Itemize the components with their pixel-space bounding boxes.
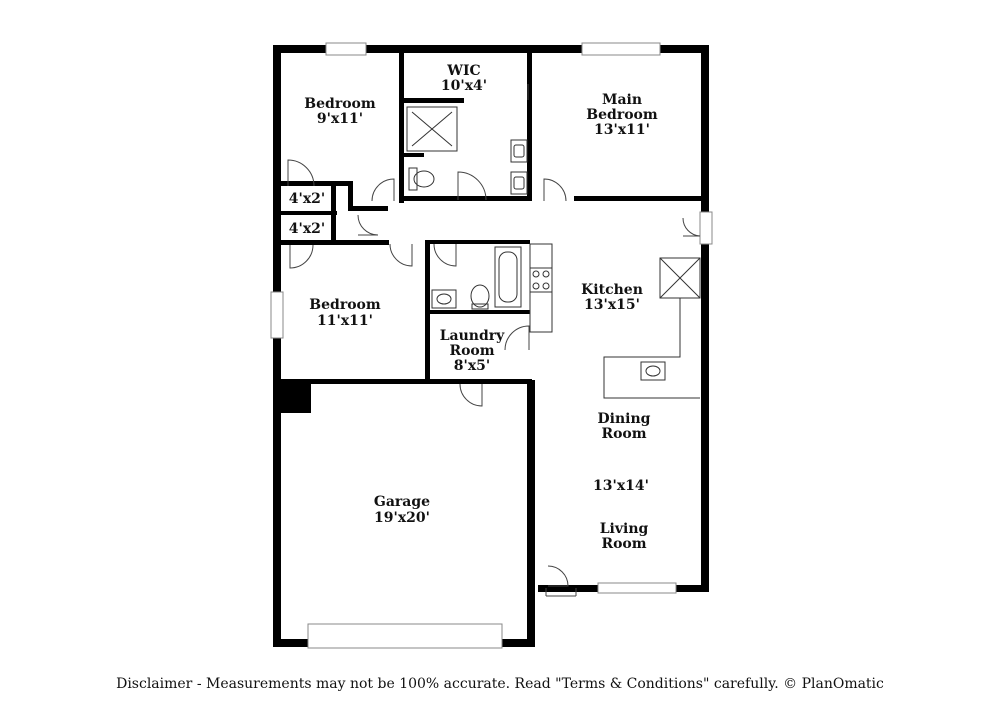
interior-walls <box>281 53 705 384</box>
floor-plan: Bedroom 9'x11' WIC 10'x4' Main Bedroom 1… <box>270 42 713 649</box>
closet-b-size: 4'x2' <box>289 221 325 237</box>
living-name-line2: Room <box>601 536 646 552</box>
bedroom-nw-size: 9'x11' <box>317 111 363 127</box>
bedroom-nw-name: Bedroom <box>304 96 376 112</box>
disclaimer-text: Disclaimer - Measurements may not be 100… <box>116 676 884 692</box>
main-bedroom-name-line2: Bedroom <box>586 107 658 123</box>
fixtures <box>406 106 701 399</box>
bedroom-w-name: Bedroom <box>309 297 381 313</box>
windows <box>270 42 713 649</box>
wic-size: 10'x4' <box>441 78 487 94</box>
laundry-size: 8'x5' <box>454 358 490 374</box>
kitchen-size: 13'x15' <box>584 297 640 313</box>
laundry-name-line2: Room <box>449 343 494 359</box>
kitchen-name: Kitchen <box>581 282 643 298</box>
bedroom-w-size: 11'x11' <box>317 313 373 329</box>
wic-name: WIC <box>446 63 480 79</box>
dining-name-line1: Dining <box>598 411 651 427</box>
living-name-line1: Living <box>600 521 649 537</box>
laundry-name-line1: Laundry <box>440 328 505 344</box>
main-bedroom-size: 13'x11' <box>594 122 650 138</box>
main-bedroom-name-line1: Main <box>602 92 642 108</box>
garage-name: Garage <box>374 494 430 510</box>
door-swings <box>287 84 701 597</box>
closet-a-size: 4'x2' <box>289 191 325 207</box>
garage-size: 19'x20' <box>374 510 430 526</box>
living-size: 13'x14' <box>593 478 649 494</box>
room-labels: Bedroom 9'x11' WIC 10'x4' Main Bedroom 1… <box>289 63 658 552</box>
dining-name-line2: Room <box>601 426 646 442</box>
